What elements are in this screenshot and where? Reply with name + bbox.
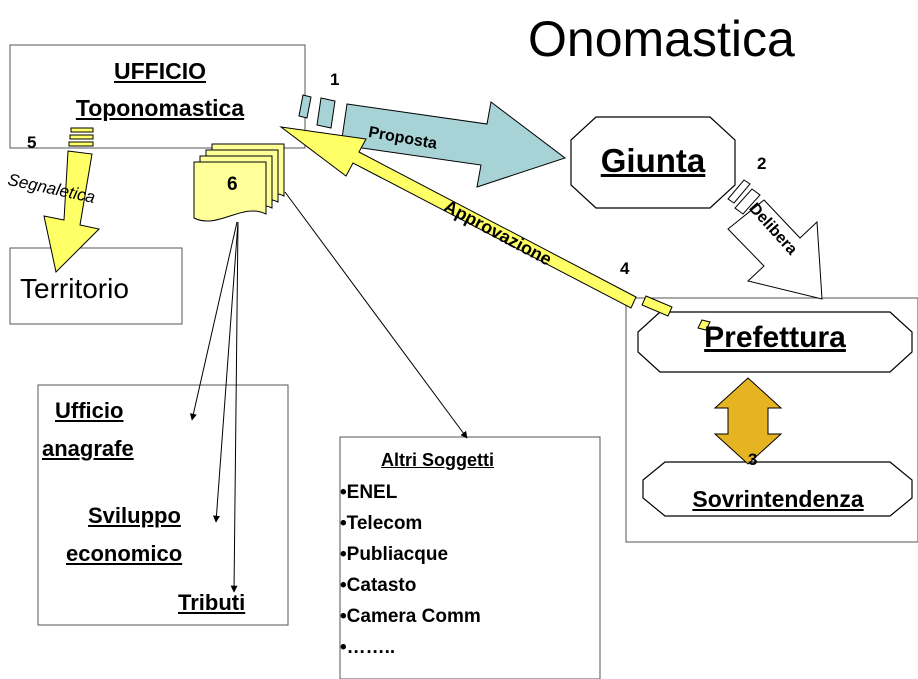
step-5: 5	[27, 133, 37, 152]
sovrintendenza-shape	[642, 461, 913, 517]
giunta-label: Giunta	[600, 142, 706, 179]
altri-item-enel: •ENEL	[340, 482, 398, 503]
double-arrow	[713, 377, 783, 465]
step-3: 3	[748, 450, 758, 469]
altri-item-catasto: •Catasto	[340, 575, 417, 596]
step-4: 4	[620, 259, 630, 278]
proposta-arrow	[298, 94, 567, 188]
altri-soggetti-title: Altri Soggetti	[381, 450, 494, 470]
sviluppo-line2: economico	[66, 541, 183, 566]
document-stack-icon	[193, 143, 285, 222]
offices-box	[37, 384, 289, 626]
giunta-octagon	[570, 116, 736, 209]
territorio-box	[9, 247, 183, 325]
altri-item-more: •……..	[340, 637, 396, 658]
ufficio-label-line1: UFFICIO	[114, 58, 206, 84]
prefettura-label: Prefettura	[704, 321, 846, 354]
tributi-label: Tributi	[178, 590, 246, 615]
ufficio-anagrafe-line1: Ufficio	[55, 398, 124, 423]
altri-item-telecom: •Telecom	[340, 513, 423, 534]
sovrintendenza-label: Sovrintendenza	[692, 486, 864, 512]
altri-soggetti-box	[339, 436, 601, 679]
altri-item-publiacque: •Publiacque	[340, 544, 449, 565]
approvazione-arrow	[279, 126, 711, 331]
altri-item-camera-comm: •Camera Comm	[340, 606, 481, 627]
ufficio-label-line2: Toponomastica	[75, 95, 245, 121]
segnaletica-arrow	[43, 127, 101, 274]
document-connectors	[189, 191, 468, 593]
step-2: 2	[757, 154, 767, 173]
territorio-label: Territorio	[20, 273, 129, 304]
step-6: 6	[227, 174, 238, 195]
ufficio-box	[9, 44, 306, 149]
sviluppo-line1: Sviluppo	[88, 503, 181, 528]
step-1: 1	[330, 70, 340, 89]
ufficio-anagrafe-line2: anagrafe	[42, 436, 134, 461]
page-title: Onomastica	[528, 11, 795, 67]
delibera-arrow	[727, 179, 823, 300]
